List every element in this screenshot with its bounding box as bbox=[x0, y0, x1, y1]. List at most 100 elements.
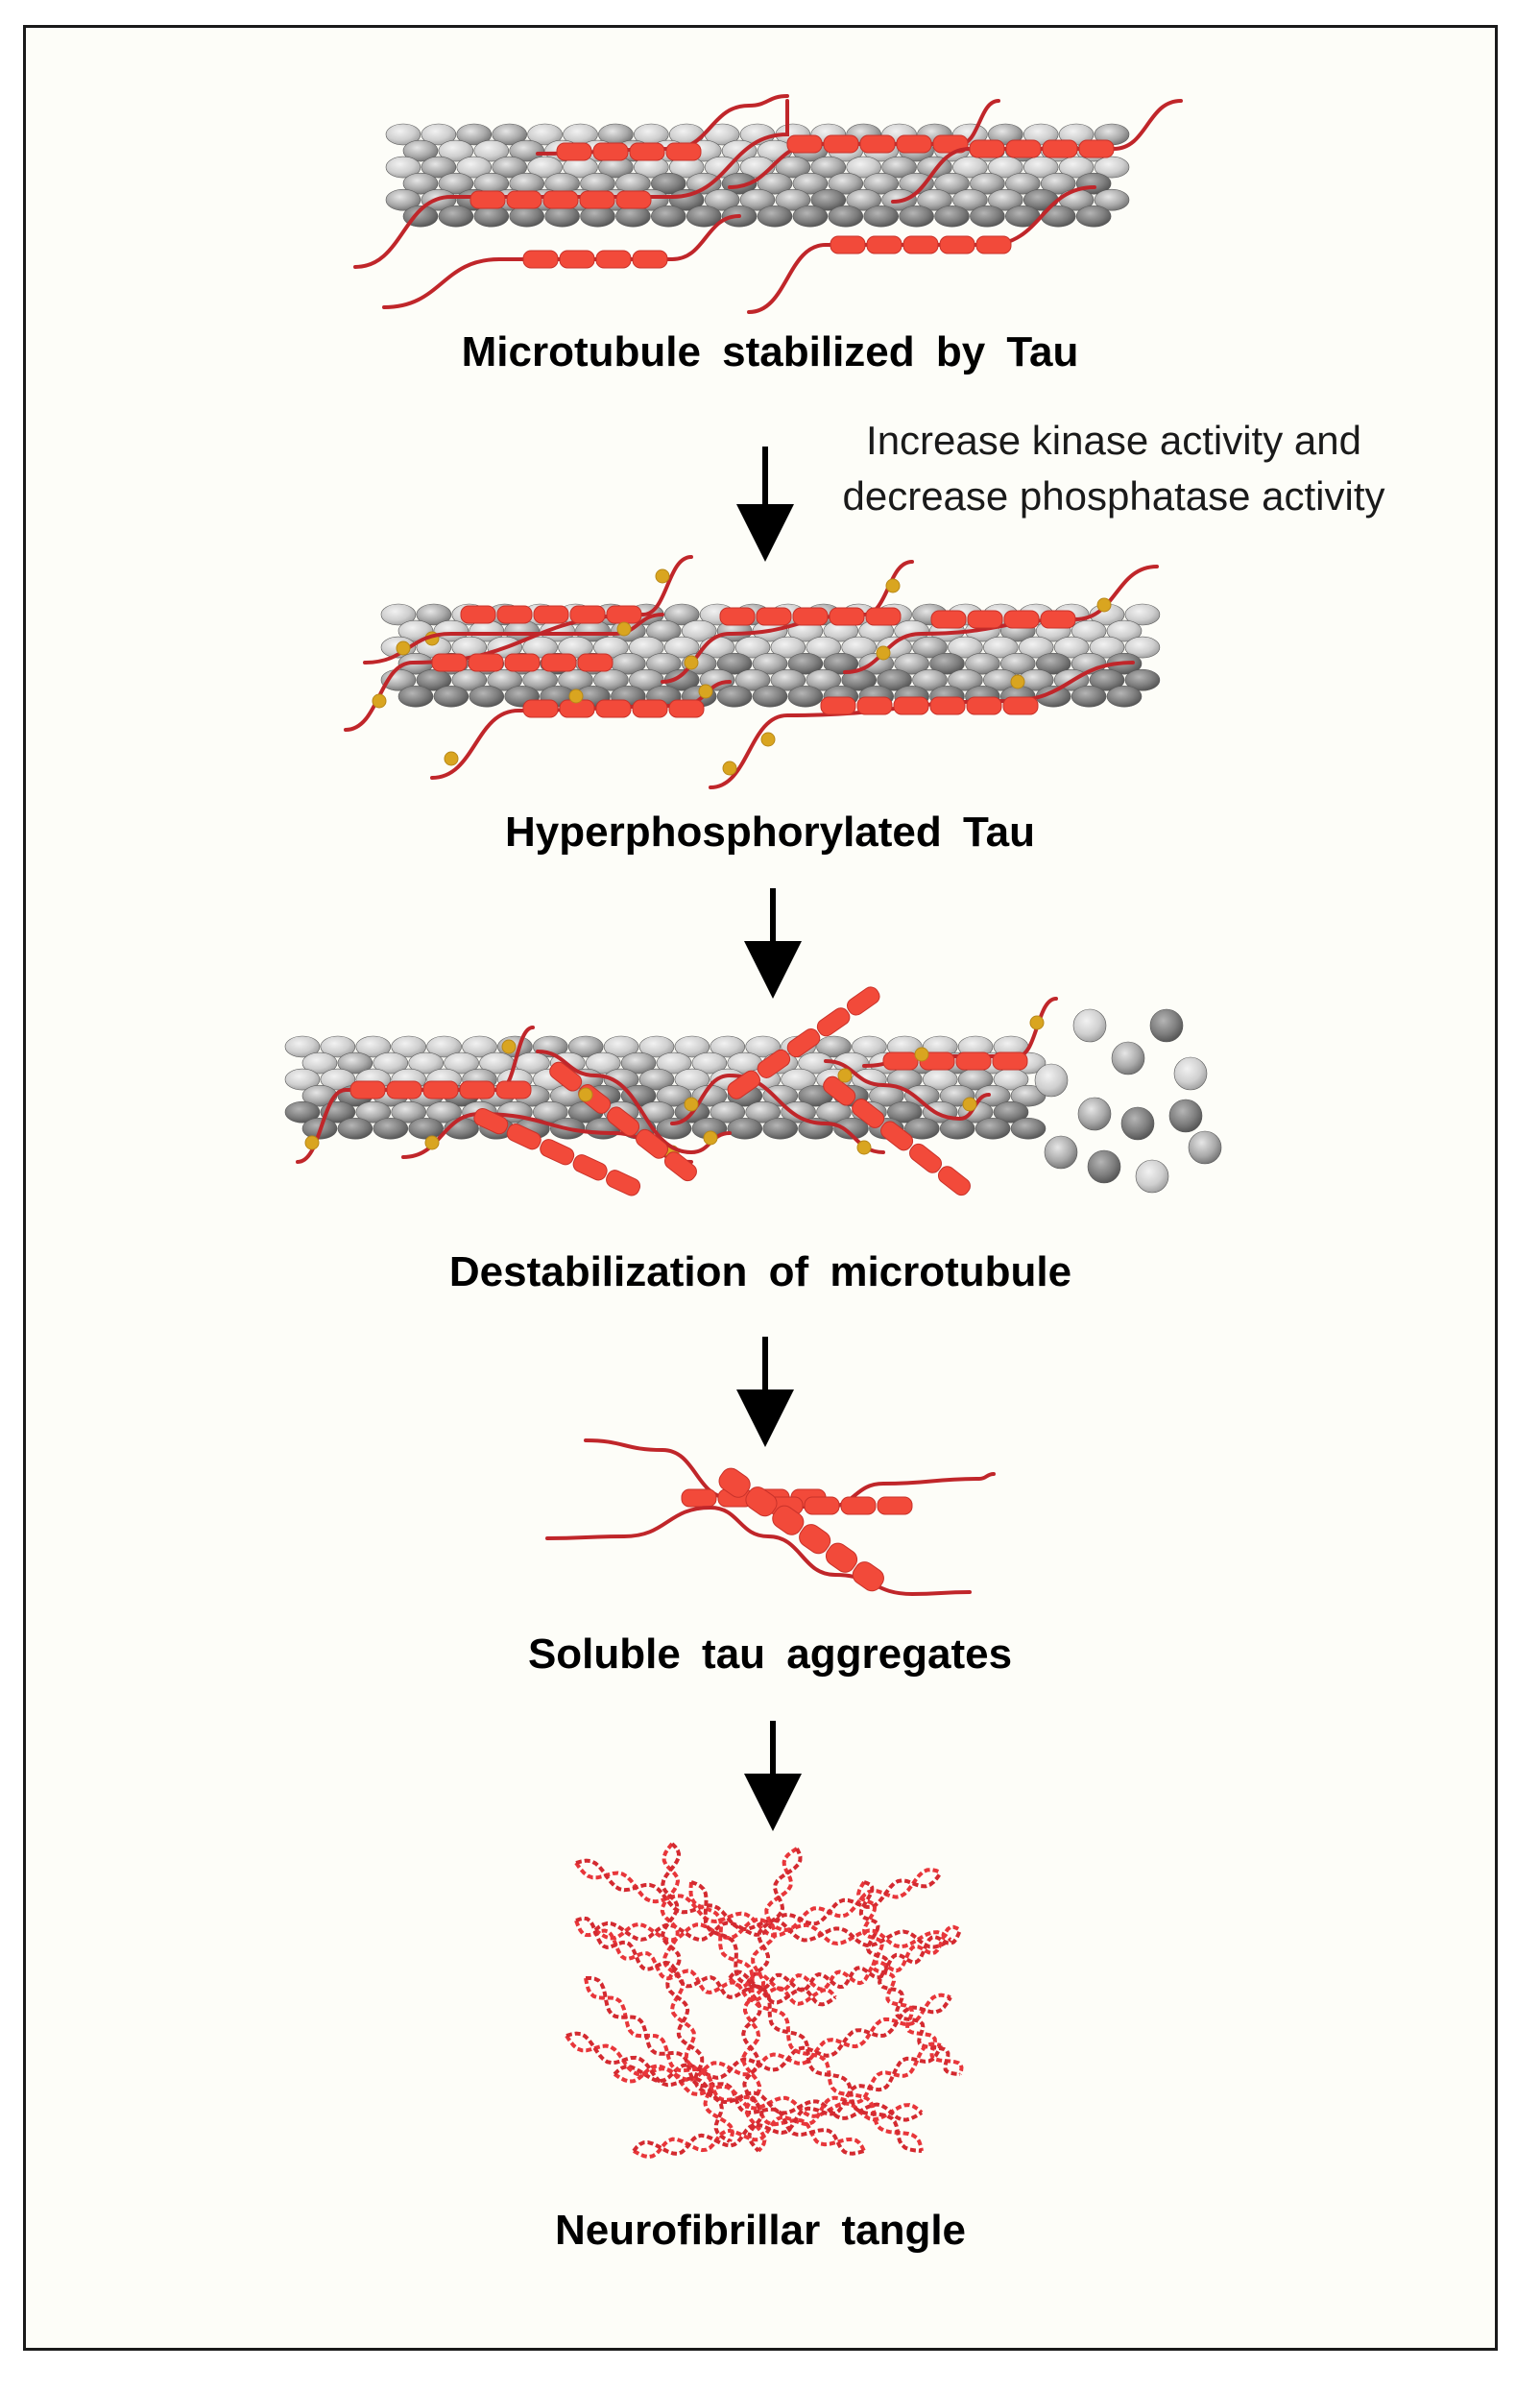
tubulin-subunit bbox=[912, 636, 948, 659]
tau-repeat-domains bbox=[473, 1107, 641, 1196]
phosphate-group bbox=[444, 751, 459, 766]
tau-repeat-domain bbox=[541, 653, 577, 672]
tau-repeat-domain bbox=[681, 1488, 717, 1508]
tubulin-subunit bbox=[1000, 652, 1036, 675]
tubulin-subunit bbox=[745, 1035, 782, 1058]
phosphate-group bbox=[876, 645, 891, 661]
tubulin-subunit bbox=[421, 123, 457, 146]
tubulin-subunit bbox=[739, 188, 776, 211]
tau-repeat-domain bbox=[540, 1139, 575, 1166]
microtubule-stabilized-illustration bbox=[353, 94, 1183, 314]
tubulin-subunit bbox=[757, 205, 793, 228]
tubulin-subunit bbox=[674, 1068, 710, 1091]
tau-repeat-domains bbox=[556, 142, 702, 161]
tubulin-subunit bbox=[645, 652, 682, 675]
phosphate-group bbox=[914, 1047, 929, 1062]
tubulin-subunit bbox=[810, 188, 847, 211]
tau-repeat-domain bbox=[549, 1061, 583, 1092]
tubulin-subunit bbox=[770, 668, 806, 691]
tubulin-subunit bbox=[426, 1100, 462, 1124]
tubulin-subunit bbox=[727, 1117, 763, 1140]
tubulin-subunit bbox=[522, 636, 558, 659]
tubulin-subunit bbox=[1124, 668, 1161, 691]
stage-label-neurofibrillar-tangle: Neurofibrillar tangle bbox=[554, 2207, 967, 2254]
tubulin-subunit bbox=[1124, 603, 1161, 626]
tubulin-subunit bbox=[650, 172, 686, 195]
tau-repeat-domains bbox=[823, 1075, 971, 1196]
tau-repeat-domain bbox=[823, 1075, 856, 1106]
tubulin-subunit bbox=[939, 1117, 975, 1140]
tau-repeat-domain bbox=[866, 235, 902, 254]
paired-helical-filament bbox=[728, 1929, 962, 1993]
tubulin-subunit bbox=[373, 1051, 409, 1075]
tubulin-subunit bbox=[934, 172, 970, 195]
tubulin-subunit bbox=[628, 636, 664, 659]
tubulin-subunit bbox=[444, 1051, 479, 1075]
tau-repeat-domain bbox=[846, 986, 880, 1016]
tubulin-subunit bbox=[894, 652, 929, 675]
phosphate-group bbox=[684, 655, 699, 670]
tubulin-subunit bbox=[487, 668, 523, 691]
tubulin-subunit bbox=[320, 1068, 356, 1091]
tau-repeat-domains bbox=[718, 1467, 884, 1592]
tau-repeat-domains bbox=[882, 1051, 1028, 1071]
tau-repeat-domain bbox=[829, 607, 865, 626]
tubulin-subunit bbox=[762, 1084, 799, 1107]
tubulin-subunit bbox=[284, 1035, 321, 1058]
paired-helical-filament bbox=[661, 1842, 731, 2143]
tubulin-subunit bbox=[615, 205, 651, 228]
tau-repeat-domain bbox=[636, 1128, 669, 1159]
tau-repeat-domain bbox=[1005, 139, 1042, 158]
phosphate-group bbox=[424, 1135, 440, 1150]
tubulin-subunit bbox=[416, 668, 452, 691]
tubulin-subunit bbox=[929, 652, 965, 675]
tau-repeat-domain bbox=[469, 190, 506, 209]
microtubule-destabilized-illustration bbox=[284, 986, 1222, 1196]
tau-repeat-domain bbox=[830, 235, 866, 254]
tau-repeat-domain bbox=[595, 699, 632, 718]
tubulin-subunit bbox=[757, 172, 793, 195]
tau-repeat-domain bbox=[506, 190, 542, 209]
tubulin-subunit bbox=[373, 1117, 409, 1140]
phosphate-group bbox=[698, 684, 713, 699]
tubulin-subunit bbox=[752, 652, 788, 675]
free-tubulin-dimer bbox=[1087, 1149, 1121, 1184]
tau-repeat-domain bbox=[786, 1028, 821, 1058]
paired-helical-filament bbox=[690, 1880, 923, 2153]
tau-repeat-domain bbox=[939, 235, 975, 254]
tubulin-subunit bbox=[823, 652, 859, 675]
tau-repeat-domains bbox=[522, 699, 705, 718]
tau-strand bbox=[545, 1505, 972, 1597]
tau-repeat-domains bbox=[830, 235, 1012, 254]
tau-repeat-domain bbox=[825, 1542, 858, 1573]
tubulin-subunit bbox=[934, 205, 970, 228]
tubulin-subunit bbox=[686, 205, 722, 228]
tubulin-subunit bbox=[716, 652, 753, 675]
tubulin-subunit bbox=[734, 636, 771, 659]
tau-repeat-domain bbox=[719, 607, 756, 626]
tubulin-subunit bbox=[1089, 636, 1125, 659]
tubulin-subunit bbox=[1005, 172, 1041, 195]
tubulin-subunit bbox=[881, 156, 917, 179]
tau-repeat-domain bbox=[966, 696, 1002, 715]
tubulin-subunit bbox=[397, 685, 434, 708]
tau-repeat-domain bbox=[909, 1143, 943, 1173]
paired-helical-filament bbox=[728, 1924, 961, 1993]
tubulin-subunit bbox=[438, 139, 474, 162]
tubulin-subunit bbox=[816, 1035, 852, 1058]
tubulin-subunit bbox=[593, 668, 629, 691]
tubulin-subunit bbox=[456, 156, 493, 179]
tau-repeat-domain bbox=[556, 142, 592, 161]
tau-repeat-domain bbox=[468, 653, 504, 672]
phosphate-group bbox=[684, 1097, 699, 1112]
tubulin-subunit bbox=[886, 1100, 923, 1124]
transition-note-line2: decrease phosphatase activity bbox=[842, 473, 1385, 519]
tau-repeat-domain bbox=[572, 1154, 608, 1181]
tau-repeat-domains bbox=[786, 134, 969, 154]
free-tubulin-dimer bbox=[1173, 1056, 1208, 1091]
tubulin-subunit bbox=[691, 1051, 728, 1075]
tubulin-subunit bbox=[438, 205, 474, 228]
free-tubulin-dimer bbox=[1149, 1008, 1184, 1043]
tubulin-subunit bbox=[912, 668, 948, 691]
tubulin-subunit bbox=[983, 636, 1019, 659]
